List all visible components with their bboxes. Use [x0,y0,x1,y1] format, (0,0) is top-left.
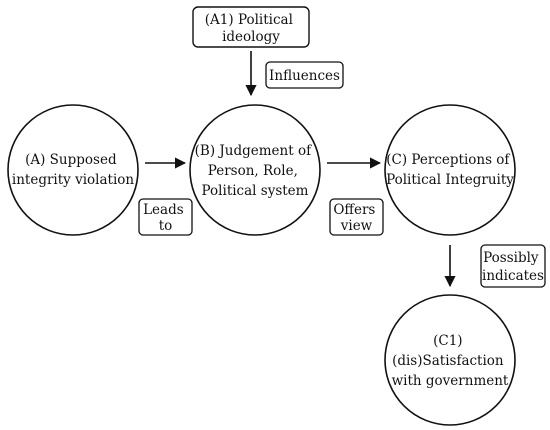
node-a1-line2: ideology [222,29,280,45]
edge-label-influences-line1: Influences [269,68,340,84]
node-c-circle [384,104,516,236]
node-c1-satisfaction: (C1) (dis)Satisfaction with government [384,294,516,426]
edge-label-offers-view-line1: Offers [333,202,375,218]
node-c1-line3: with government [392,373,509,389]
node-c1-text: (C1) (dis)Satisfaction with government [392,333,509,389]
node-c-text: (C) Perceptions of Political Integruity [386,152,514,188]
node-a1-text: (A1) Political ideology [205,12,297,45]
edge-label-possibly-indicates: Possibly indicates [480,244,546,288]
edge-label-influences-text: Influences [269,68,340,84]
node-b-circle [189,104,321,236]
node-c-line2: Political Integruity [386,172,514,188]
node-a1-line1: (A1) Political [205,12,293,28]
node-a-supposed-integrity-violation: (A) Supposed integrity violation [7,104,139,236]
node-c-line1: (C) Perceptions of [386,152,510,168]
edge-label-leads-to: Leads to [138,198,193,236]
edge-label-offers-view-text: Offers view [333,202,379,234]
edge-label-offers-view-line2: view [340,218,373,234]
node-c-perceptions: (C) Perceptions of Political Integruity [384,104,516,236]
edge-label-possibly-indicates-text: Possibly indicates [482,250,544,284]
edge-label-influences-box [265,61,344,89]
node-c1-line2: (dis)Satisfaction [392,353,504,369]
edge-label-possibly-indicates-box [480,244,546,288]
node-a-line2: integrity violation [12,172,134,188]
edge-label-possibly-indicates-line2: indicates [482,268,544,284]
edge-label-offers-view-box [329,198,384,236]
node-a1-political-ideology: (A1) Political ideology [192,6,310,48]
edge-label-possibly-indicates-line1: Possibly [483,250,539,266]
node-c1-circle [384,294,516,426]
node-b-judgement: (B) Judgement of Person, Role, Political… [189,104,321,236]
edge-label-offers-view: Offers view [329,198,384,236]
node-a-circle [7,104,139,236]
node-b-line2: Person, Role, [208,163,298,179]
node-b-line1: (B) Judgement of [195,143,312,159]
node-b-text: (B) Judgement of Person, Role, Political… [195,143,316,199]
node-a1-box [192,6,310,48]
node-c1-line1: (C1) [433,333,462,349]
edge-label-influences: Influences [265,61,344,89]
node-a-text: (A) Supposed integrity violation [12,152,134,188]
edge-label-leads-to-text: Leads to [143,202,188,234]
edge-label-leads-to-box [138,198,193,236]
edge-label-leads-to-line2: to [159,218,173,234]
node-a-line1: (A) Supposed [25,152,117,168]
edge-label-leads-to-line1: Leads [143,202,184,218]
node-b-line3: Political system [202,183,309,199]
